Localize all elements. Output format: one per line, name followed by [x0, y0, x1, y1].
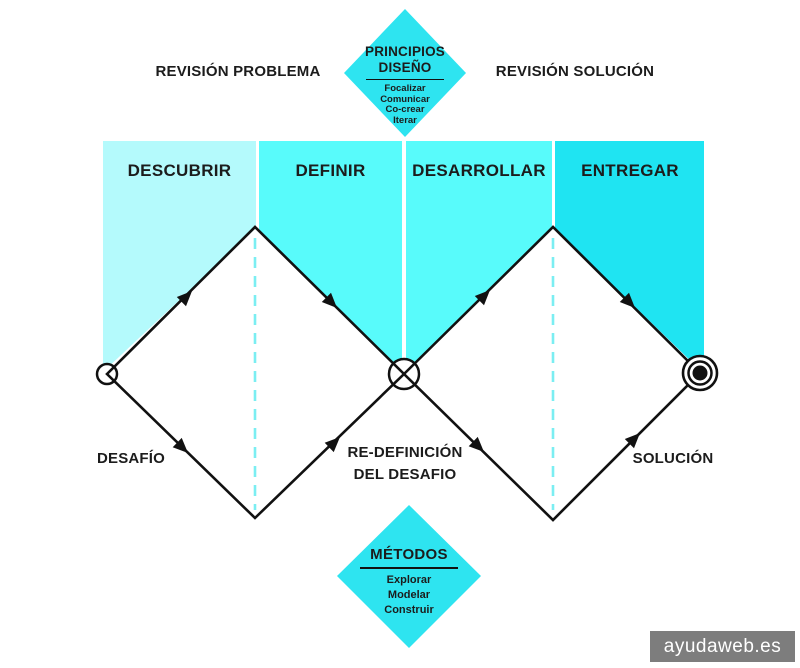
flow-arrow — [468, 436, 484, 452]
phase-header-descubrir: DESCUBRIR — [127, 161, 232, 180]
methods-underline — [360, 567, 458, 569]
phase-band-desarrollar — [406, 141, 552, 371]
methods-diamond-text: MÉTODOS Explorar Modelar Construir — [328, 546, 490, 618]
principles-underline — [366, 79, 444, 80]
phase-band-definir — [259, 141, 402, 371]
principles-item: Focalizar — [384, 83, 426, 94]
flow-arrow — [321, 292, 337, 308]
phase-band-descubrir — [103, 141, 256, 372]
principles-item: Comunicar — [380, 93, 430, 105]
watermark-badge: ayudaweb.es — [650, 631, 795, 662]
flow-arrow — [176, 291, 192, 307]
principles-title-line1: PRINCIPIOS — [364, 44, 445, 59]
redefinition-line1: RE-DEFINICIÓN — [347, 444, 463, 461]
flow-arrow — [619, 292, 635, 308]
phase-header-desarrollar: DESARROLLAR — [412, 161, 546, 180]
start-node-circle — [95, 362, 119, 386]
center-node-circle — [387, 357, 421, 391]
redefinition-line2: DEL DESAFIO — [353, 466, 457, 483]
review-solution-label: REVISIÓN SOLUCIÓN — [495, 63, 655, 80]
methods-item: Modelar — [387, 589, 431, 601]
principles-diamond-text: PRINCIPIOS DISEÑO Focalizar Comunicar Co… — [325, 44, 485, 126]
principles-item: Co-crear — [385, 104, 425, 115]
review-problem-label: REVISIÓN PROBLEMA — [155, 63, 321, 80]
methods-item: Explorar — [386, 574, 432, 586]
phase-header-definir: DEFINIR — [295, 161, 366, 180]
principles-diamond-shape — [344, 9, 466, 137]
flow-arrow — [474, 290, 490, 306]
end-node-bullseye — [681, 354, 719, 392]
phase-band-entregar — [555, 141, 704, 374]
principles-item: Iterar — [393, 114, 417, 126]
flow-arrow — [324, 437, 340, 453]
methods-diamond-shape — [337, 505, 481, 648]
redefinition-label: RE-DEFINICIÓN DEL DESAFIO — [325, 442, 485, 486]
methods-item: Construir — [384, 604, 434, 616]
solution-label: SOLUCIÓN — [632, 450, 714, 467]
flow-arrow — [172, 437, 188, 453]
principles-title-line2: DISEÑO — [378, 60, 432, 75]
flow-arrow — [624, 433, 640, 449]
methods-title: MÉTODOS — [370, 546, 448, 563]
phase-header-entregar: ENTREGAR — [581, 161, 679, 180]
challenge-label: DESAFÍO — [96, 450, 166, 467]
